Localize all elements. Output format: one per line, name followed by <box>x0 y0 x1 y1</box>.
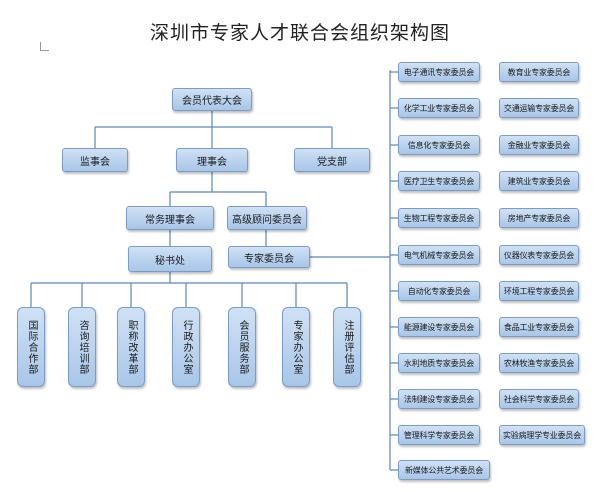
committee-agriculture: 农林牧渔专家委员会 <box>499 353 579 373</box>
committee-environment: 环境工程专家委员会 <box>499 281 579 301</box>
committee-electrical: 电气机械专家委员会 <box>398 245 480 265</box>
committee-new-media: 新媒体公共艺术委员会 <box>398 460 490 480</box>
node-standing-council: 常务理事会 <box>126 206 214 230</box>
chart-title: 深圳市专家人才联合会组织架构图 <box>149 22 450 44</box>
committee-chemical: 化学工业专家委员会 <box>398 98 480 118</box>
committee-water-geology: 水利地质专家委员会 <box>398 353 480 373</box>
committee-instruments: 仪器仪表专家委员会 <box>499 245 579 265</box>
node-advisory: 高级顾问委员会 <box>227 206 307 230</box>
node-assembly: 会员代表大会 <box>172 88 252 111</box>
committee-transport: 交通运输专家委员会 <box>499 98 579 118</box>
node-party: 党支部 <box>294 148 370 172</box>
committee-food: 食品工业专家委员会 <box>499 317 579 337</box>
committee-medical: 医疗卫生专家委员会 <box>398 171 480 191</box>
committee-bioengineering: 生物工程专家委员会 <box>398 208 480 228</box>
committee-construction: 建筑业专家委员会 <box>499 171 579 191</box>
dept-international: 国际合作部 <box>17 307 45 387</box>
committee-legal: 法制建设专家委员会 <box>398 389 480 409</box>
node-supervisors: 监事会 <box>62 148 128 172</box>
committee-automation: 自动化专家委员会 <box>398 281 480 301</box>
committee-real-estate: 房地产专家委员会 <box>499 208 579 228</box>
committee-electronics: 电子通讯专家委员会 <box>398 62 480 82</box>
node-secretariat: 秘书处 <box>128 246 212 272</box>
dept-expert-office: 专家办公室 <box>282 307 310 387</box>
committee-management: 管理科学专家委员会 <box>398 425 480 445</box>
committee-education: 教育业专家委员会 <box>499 62 579 82</box>
committee-finance: 金融业专家委员会 <box>499 135 579 155</box>
committee-pathology: 实验病理学专业委员会 <box>499 425 585 445</box>
dept-consulting: 咨询培训部 <box>68 307 96 387</box>
dept-registration: 注册评估部 <box>333 307 361 387</box>
node-council: 理事会 <box>176 148 248 172</box>
committee-energy: 能源建设专家委员会 <box>398 317 480 337</box>
dept-title-reform: 职称改革部 <box>117 307 145 387</box>
dept-member-service: 会员服务部 <box>228 307 256 387</box>
dept-admin-office: 行政办公室 <box>172 307 200 387</box>
corner-mark <box>40 42 49 51</box>
committee-informatization: 信息化专家委员会 <box>398 135 480 155</box>
committee-social-science: 社会科学专家委员会 <box>499 389 579 409</box>
node-expert-committee: 专家委员会 <box>228 246 310 268</box>
